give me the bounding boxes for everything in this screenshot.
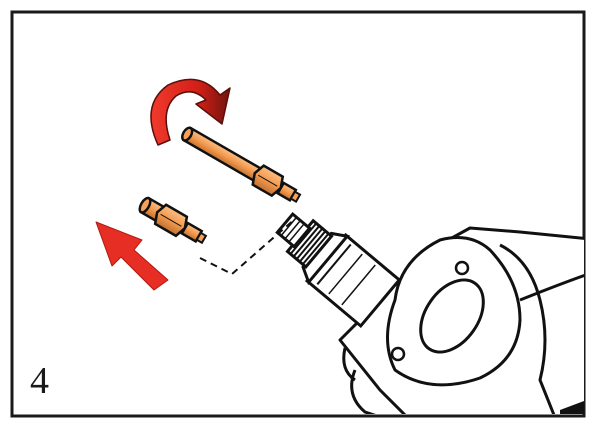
rotate-clockwise-arrow-icon [150, 78, 231, 146]
tool-neck [275, 211, 402, 329]
long-nozzle-tip-icon [181, 126, 302, 203]
frame-border [10, 10, 586, 418]
tool-housing-icon [338, 226, 584, 414]
insert-direction-arrow-icon [95, 221, 169, 291]
short-nozzle-tip-icon [138, 196, 208, 245]
step-number: 4 [30, 360, 49, 402]
